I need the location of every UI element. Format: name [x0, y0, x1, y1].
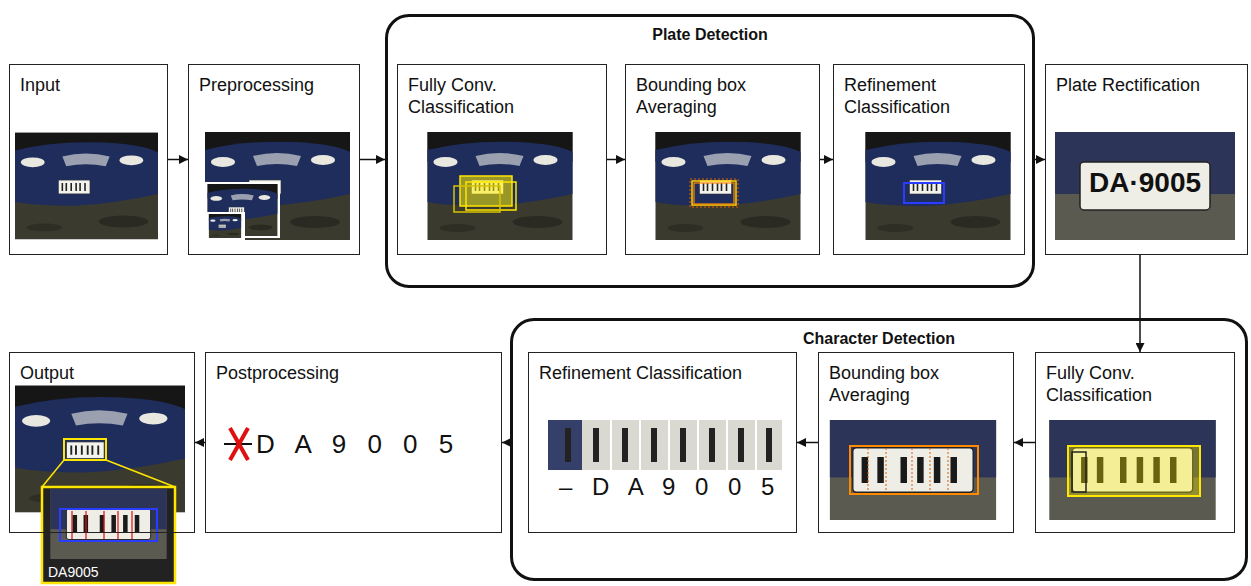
output-photo [15, 386, 185, 583]
character-tiles [548, 420, 782, 470]
box-title: Preprocessing [189, 65, 359, 96]
flow-arrow [820, 159, 833, 161]
car-photo [15, 133, 158, 240]
stage-group: Plate DetectionFully Conv. Classificatio… [385, 14, 1035, 288]
flow-arrow [1014, 442, 1035, 444]
process-box: Plate Rectification [1045, 64, 1248, 255]
flow-arrow [195, 442, 205, 444]
process-box: Fully Conv. Classification [1035, 352, 1235, 533]
process-box: Postprocessing D A 9 0 0 5 [205, 352, 502, 533]
character-sequence: – D A 9 0 0 5 [559, 473, 774, 501]
flow-arrow [797, 442, 818, 444]
process-box: Refinement Classification [833, 64, 1025, 255]
process-box: Fully Conv. Classification [397, 64, 607, 255]
rectified-plate [1055, 132, 1235, 240]
box-title: Plate Rectification [1046, 65, 1247, 96]
refined-plate-image [866, 132, 1011, 240]
process-box: Input [9, 64, 168, 255]
image-pyramid [205, 132, 350, 240]
flow-arrow [1035, 159, 1045, 161]
plate-text: DA·9005 [1080, 166, 1210, 200]
flow-arrow [168, 159, 188, 161]
flow-arrow [360, 159, 385, 161]
rejected-mark [224, 428, 252, 460]
flow-arrow [502, 442, 510, 444]
process-box: Bounding box Averaging [818, 352, 1014, 533]
box-title: Refinement Classification [834, 65, 1024, 118]
char-fcn-image [1049, 420, 1216, 520]
box-title: Bounding box Averaging [626, 65, 819, 118]
character-sequence: D A 9 0 0 5 [256, 429, 453, 459]
flow-arrow [607, 159, 625, 161]
box-title: Postprocessing [206, 353, 501, 384]
process-box: Refinement Classification – D A 9 0 0 5 [528, 352, 797, 533]
group-title: Plate Detection [388, 17, 1032, 44]
flow-arrow [1139, 255, 1141, 352]
plate-text: DA9005 [48, 562, 99, 582]
box-title: Bounding box Averaging [819, 353, 1013, 406]
char-bbox-image [830, 420, 997, 520]
stage-group: Character DetectionRefinement Classifica… [510, 318, 1248, 581]
bbox-averaging-image [656, 132, 801, 240]
box-title: Output [10, 353, 194, 384]
process-box: Output [9, 352, 195, 533]
box-title: Input [10, 65, 167, 96]
process-box: Preprocessing [188, 64, 360, 255]
box-title: Fully Conv. Classification [1036, 353, 1234, 406]
process-box: Bounding box Averaging [625, 64, 820, 255]
box-title: Refinement Classification [529, 353, 796, 384]
box-title: Fully Conv. Classification [398, 65, 606, 118]
group-title: Character Detection [513, 321, 1245, 348]
fcn-detection-image [428, 132, 573, 240]
